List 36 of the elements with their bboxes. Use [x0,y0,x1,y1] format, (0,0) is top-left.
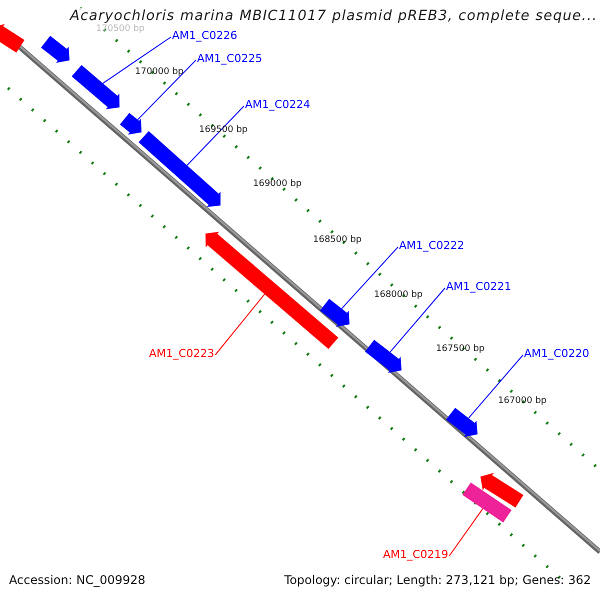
gene-symbol [0,24,24,53]
gene-symbol [138,131,220,208]
scale-label: 168500 bp [313,235,362,246]
leader-line [102,36,172,84]
gene-block [462,482,512,522]
gene-symbol [320,298,350,327]
leader-line [214,294,266,356]
gene-label: AM1_C0225 [197,53,262,66]
gene-symbol [72,65,120,110]
gene-label: AM1_C0224 [245,99,310,112]
gene-label: AM1_C0221 [446,281,512,294]
gene-symbol [365,340,402,373]
gene-label: AM1_C0226 [172,30,238,43]
leader-line [341,246,398,310]
leader-line [468,354,524,419]
leader-line [186,106,244,166]
scale-label: 168000 bp [374,290,423,300]
leader-line [137,60,196,120]
gene-symbol [446,408,478,438]
gene-label: AM1_C0222 [399,240,464,253]
footer-text: Accession: NC_009928 [9,574,146,588]
scale-label: 167000 bp [498,396,547,406]
scale-label: 169000 bp [253,179,302,190]
gene-symbol [480,472,524,508]
gene-symbol [120,112,142,135]
leader-line [390,288,446,353]
scale-label: 170500 bp [96,24,145,34]
scale-label: 170000 bp [135,67,184,78]
gene-label: AM1_C0219 [383,549,448,562]
scale-label: 167500 bp [436,344,485,354]
diagram-title: Acaryochloris marina MBIC11017 plasmid pREB3, complete seque... [70,8,598,24]
gene-label: AM1_C0223 [149,348,214,361]
leader-line [448,508,484,556]
gene-label: AM1_C0220 [524,348,590,361]
footer-text: Topology: circular; Length: 273,121 bp; Genes: 362 [284,574,591,588]
gene-symbol [41,36,70,63]
